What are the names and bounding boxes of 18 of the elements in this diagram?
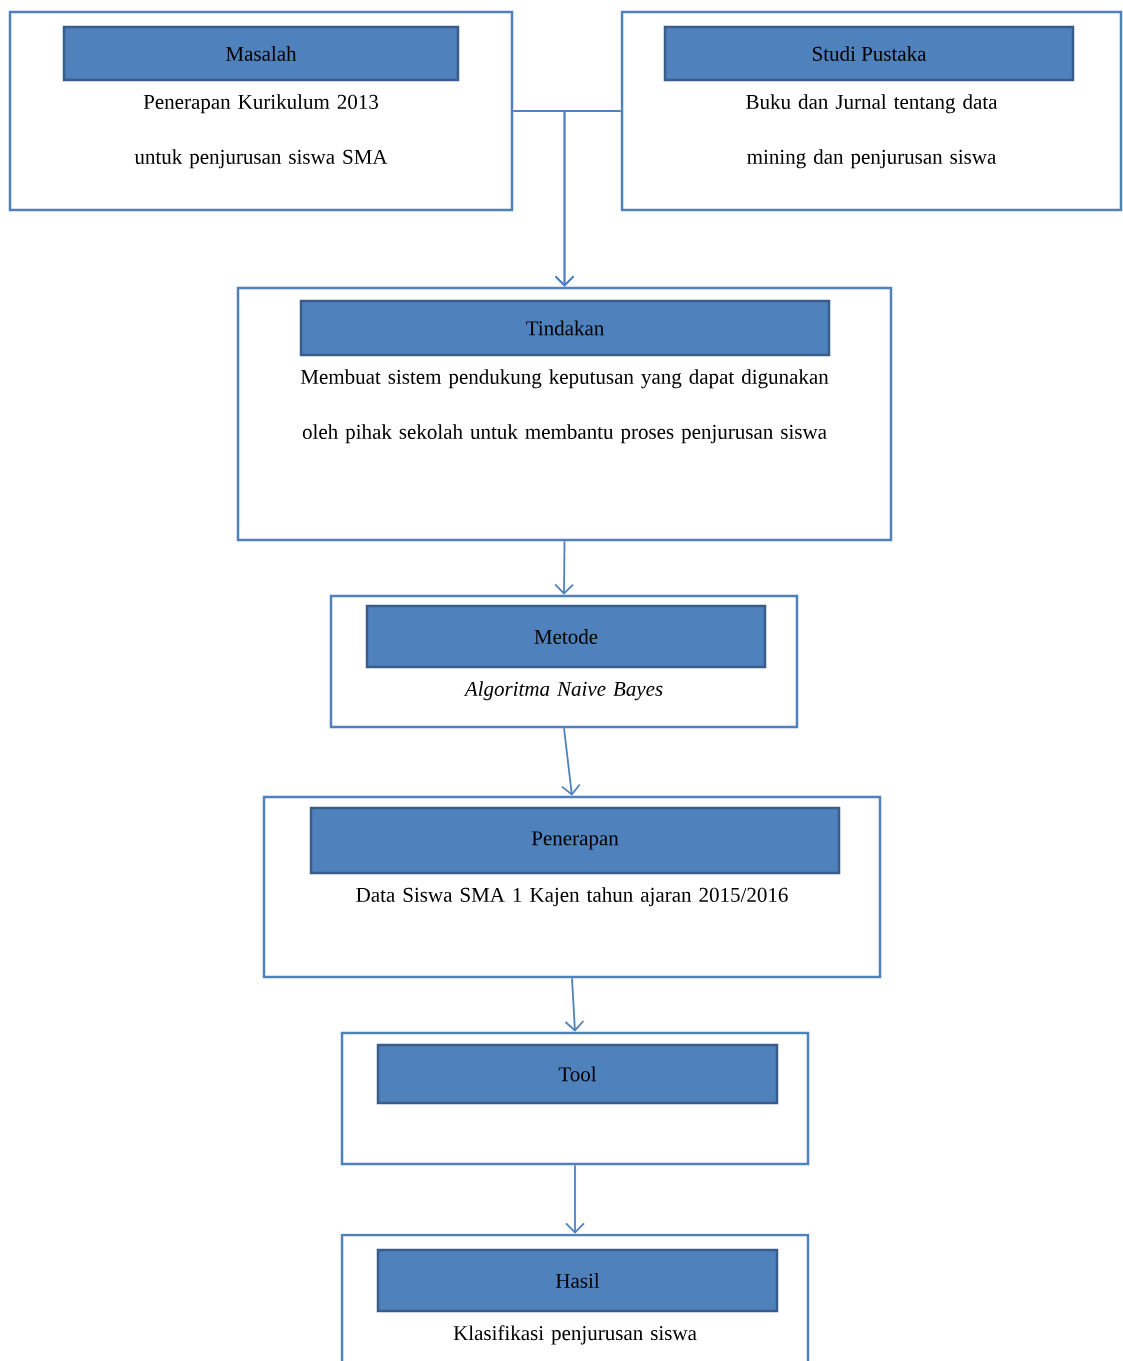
body-text: Membuat sistem pendukung keputusan yang dapat digunakan oleh pihak sekolah untuk membantu proses penjurusan siswa [300, 369, 829, 444]
arrow [565, 1164, 585, 1234]
heading-band: Metode [365, 604, 767, 669]
body-text: Klasifikasi penjurusan siswa [453, 1325, 697, 1345]
arrow [554, 110, 622, 287]
heading-band: Penerapan [309, 806, 841, 875]
arrow [560, 727, 581, 796]
arrow [564, 977, 585, 1032]
body-text: Penerapan Kurikulum 2013 untuk penjurusan siswa SMA [134, 94, 388, 169]
arrow [554, 540, 574, 595]
heading-band: Hasil [376, 1248, 779, 1313]
heading-band: Studi Pustaka [663, 25, 1075, 82]
body-text: Data Siswa SMA 1 Kajen tahun ajaran 2015/2016 [356, 887, 788, 907]
heading-band: Masalah [62, 25, 460, 82]
heading-band: Tool [376, 1043, 779, 1105]
body-text: Algoritma Naive Bayes [463, 681, 663, 701]
heading-band: Tindakan [299, 299, 831, 357]
body-text: Buku dan Jurnal tentang data mining dan penjurusan siswa [746, 94, 998, 169]
